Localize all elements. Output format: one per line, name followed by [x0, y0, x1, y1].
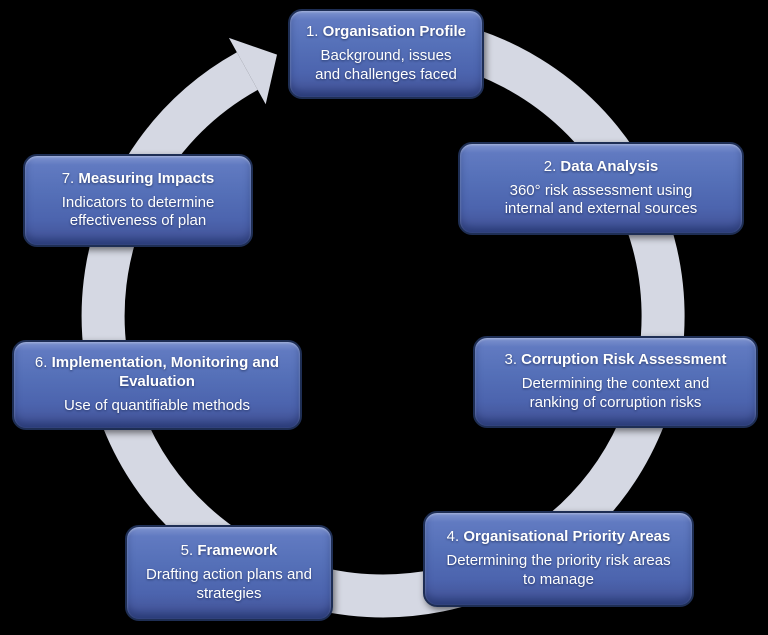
step-box-implementation-monitoring-evaluation: 6. Implementation, Monitoring and Evalua…: [12, 340, 302, 430]
step-title: 5. Framework: [181, 542, 278, 561]
step-description: Background, issues and challenges faced: [315, 47, 457, 83]
step-box-corruption-risk-assessment: 3. Corruption Risk Assessment Determinin…: [473, 336, 758, 428]
step-number: 7.: [61, 169, 75, 187]
step-description: Indicators to determine effectiveness of…: [61, 193, 215, 230]
step-number: 2.: [543, 157, 557, 175]
step-number: 3.: [504, 351, 517, 369]
step-number: 5.: [180, 542, 194, 560]
step-name: Implementation, Monitoring and Evaluatio…: [51, 354, 280, 391]
step-description: 360° risk assessment using internal and …: [504, 181, 698, 218]
step-title: 1. Organisation Profile: [306, 23, 466, 42]
step-number: 6.: [34, 354, 48, 372]
step-description: Drafting action plans and strategies: [146, 566, 312, 602]
step-name: Framework: [197, 542, 278, 560]
step-name: Measuring Impacts: [78, 169, 215, 187]
step-title: 3. Corruption Risk Assessment: [504, 351, 726, 370]
step-number: 4.: [446, 528, 460, 546]
step-title: 6. Implementation, Monitoring and Evalua…: [33, 354, 281, 392]
step-name: Organisational Priority Areas: [463, 528, 671, 546]
step-description: Determining the priority risk areas to m…: [446, 552, 671, 588]
step-title: 2. Data Analysis: [544, 158, 659, 177]
step-box-measuring-impacts: 7. Measuring Impacts Indicators to deter…: [23, 154, 253, 247]
step-box-framework: 5. Framework Drafting action plans and s…: [125, 525, 333, 621]
step-box-organisational-priority-areas: 4. Organisational Priority Areas Determi…: [423, 511, 694, 607]
step-number: 1.: [305, 23, 319, 41]
step-description: Use of quantifiable methods: [64, 396, 250, 414]
step-name: Corruption Risk Assessment: [521, 351, 727, 369]
step-title: 7. Measuring Impacts: [62, 170, 215, 189]
step-title: 4. Organisational Priority Areas: [447, 528, 671, 547]
cycle-arrow-head: [228, 37, 277, 105]
step-description: Determining the context and ranking of c…: [521, 375, 710, 411]
step-name: Organisation Profile: [322, 23, 467, 41]
step-box-data-analysis: 2. Data Analysis 360° risk assessment us…: [458, 142, 744, 235]
step-box-organisation-profile: 1. Organisation Profile Background, issu…: [288, 9, 484, 99]
step-name: Data Analysis: [560, 157, 659, 175]
